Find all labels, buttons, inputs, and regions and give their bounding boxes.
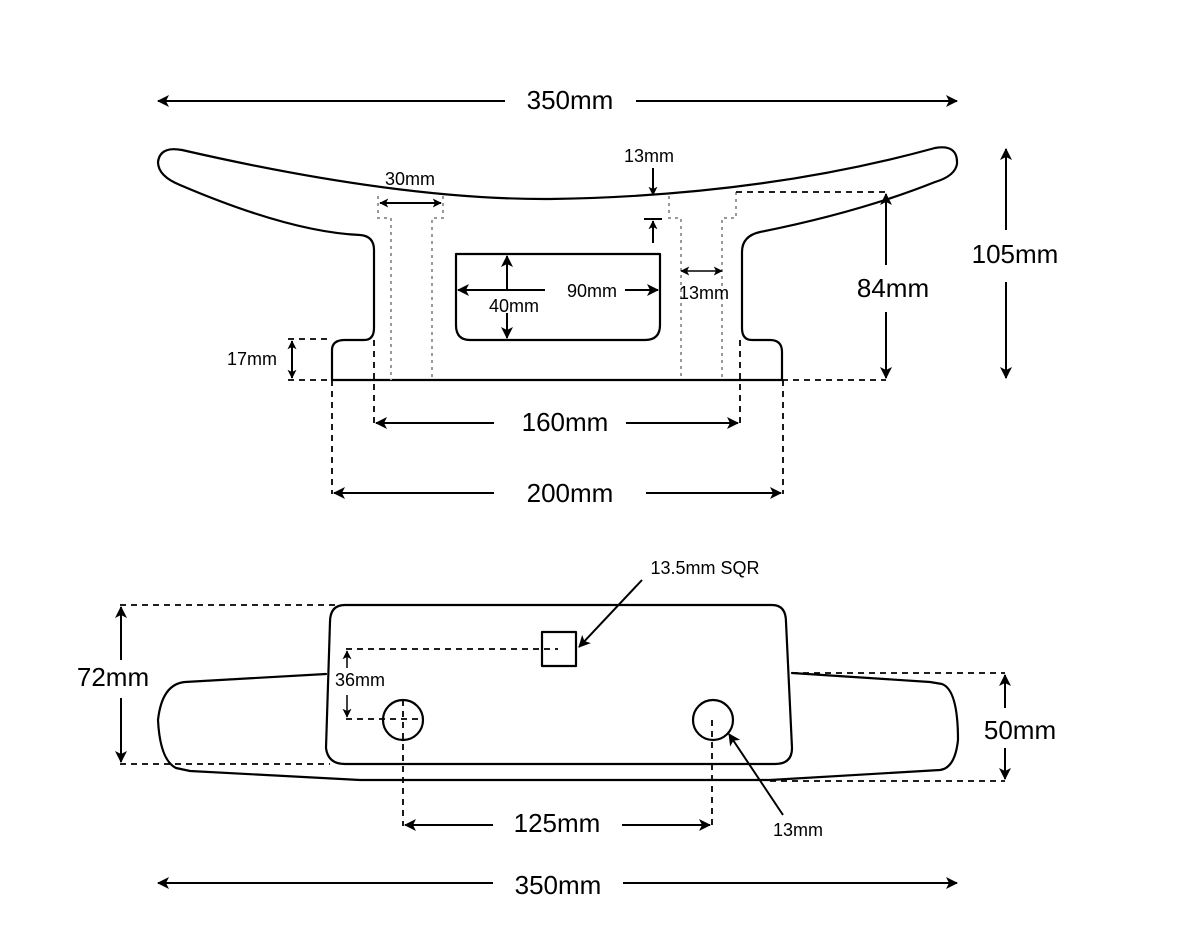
dim-label-hole-spacing: 125mm — [514, 808, 601, 838]
label-square-hole: 13.5mm SQR — [650, 558, 759, 578]
side-profile-outline — [156, 146, 959, 382]
square-hole — [540, 630, 578, 668]
side-window — [454, 252, 662, 342]
dim-label-top-thickness: 13mm — [624, 146, 674, 166]
right-post-hidden-line — [668, 192, 737, 380]
dim-label-overall-length: 350mm — [527, 85, 614, 115]
dim-label-hole-offset: 36mm — [335, 670, 385, 690]
mount-hole-right — [691, 698, 735, 742]
top-horn-outline — [156, 671, 960, 782]
dim-label-base-height: 17mm — [227, 349, 277, 369]
dim-label-window-height: 40mm — [489, 296, 539, 316]
leader-hole-diameter — [728, 733, 784, 816]
dim-label-post-gap: 13mm — [679, 283, 729, 303]
dim-label-base-width: 72mm — [77, 662, 149, 692]
dim-label-overall-length-top: 350mm — [515, 870, 602, 900]
dim-label-base-length: 200mm — [527, 478, 614, 508]
label-hole-diameter: 13mm — [773, 820, 823, 840]
top-view: 36mm 72mm 50mm 13.5mm SQR 13mm 125mm 350… — [77, 558, 1056, 900]
top-base-outline — [324, 603, 794, 766]
left-post-hidden-line — [377, 196, 444, 380]
leader-square-hole — [578, 579, 643, 648]
dim-label-height-to-horn: 84mm — [857, 273, 929, 303]
dim-label-horn-width: 50mm — [984, 715, 1056, 745]
dim-label-slot-width: 30mm — [385, 169, 435, 189]
side-view: 350mm 30mm 13mm 13mm 90mm 40mm 84mm 105m… — [156, 85, 1059, 508]
dim-label-post-spacing: 160mm — [522, 407, 609, 437]
dim-label-overall-height: 105mm — [972, 239, 1059, 269]
dim-label-window-width: 90mm — [567, 281, 617, 301]
